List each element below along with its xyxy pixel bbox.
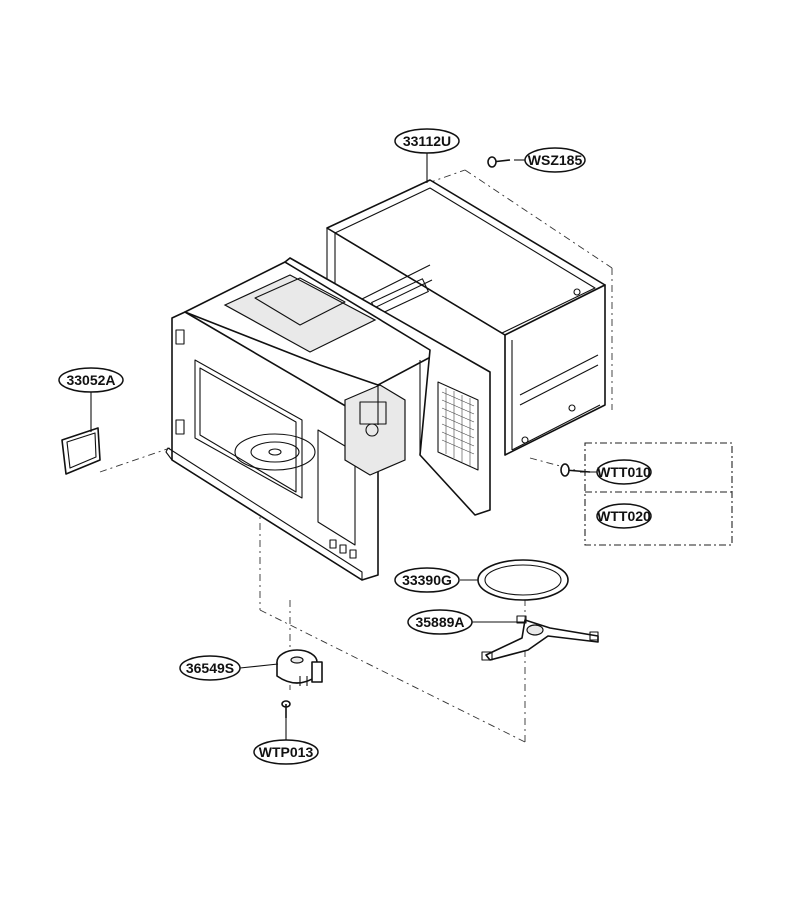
- callout-label: 33390G: [402, 572, 452, 588]
- callout-WSZ185: WSZ185: [524, 147, 586, 173]
- callout-label: WTP013: [259, 744, 314, 760]
- callout-WTT020: WTT020: [596, 503, 652, 529]
- callout-33112U: 33112U: [394, 128, 460, 154]
- callout-label: 36549S: [186, 660, 234, 676]
- screw-option-box: [584, 442, 733, 546]
- callout-label: 33112U: [403, 133, 451, 149]
- inner-cavity-chassis: [165, 257, 491, 581]
- screw-wtp013: [281, 700, 291, 718]
- roller-ring-part: [477, 559, 569, 601]
- callout-33052A: 33052A: [58, 367, 124, 393]
- callout-label: 35889A: [415, 614, 464, 630]
- turntable-motor-part: [276, 649, 323, 686]
- callout-label: WTT010: [597, 464, 651, 480]
- callout-label: WSZ185: [528, 152, 583, 168]
- leader-lines: [90, 153, 600, 740]
- choke-cover-part: [61, 427, 101, 475]
- outer-cabinet: [326, 179, 606, 456]
- callout-label: WTT020: [597, 508, 651, 524]
- callout-label: 33052A: [66, 372, 115, 388]
- callout-35889A: 35889A: [407, 609, 473, 635]
- callout-WTP013: WTP013: [253, 739, 319, 765]
- callout-36549S: 36549S: [179, 655, 241, 681]
- roller-stay-part: [481, 615, 599, 661]
- vent-grille: [441, 388, 475, 466]
- callout-33390G: 33390G: [394, 567, 460, 593]
- screw-wsz185: [487, 156, 511, 168]
- screw-wtt010: [560, 463, 591, 477]
- callout-WTT010: WTT010: [596, 459, 652, 485]
